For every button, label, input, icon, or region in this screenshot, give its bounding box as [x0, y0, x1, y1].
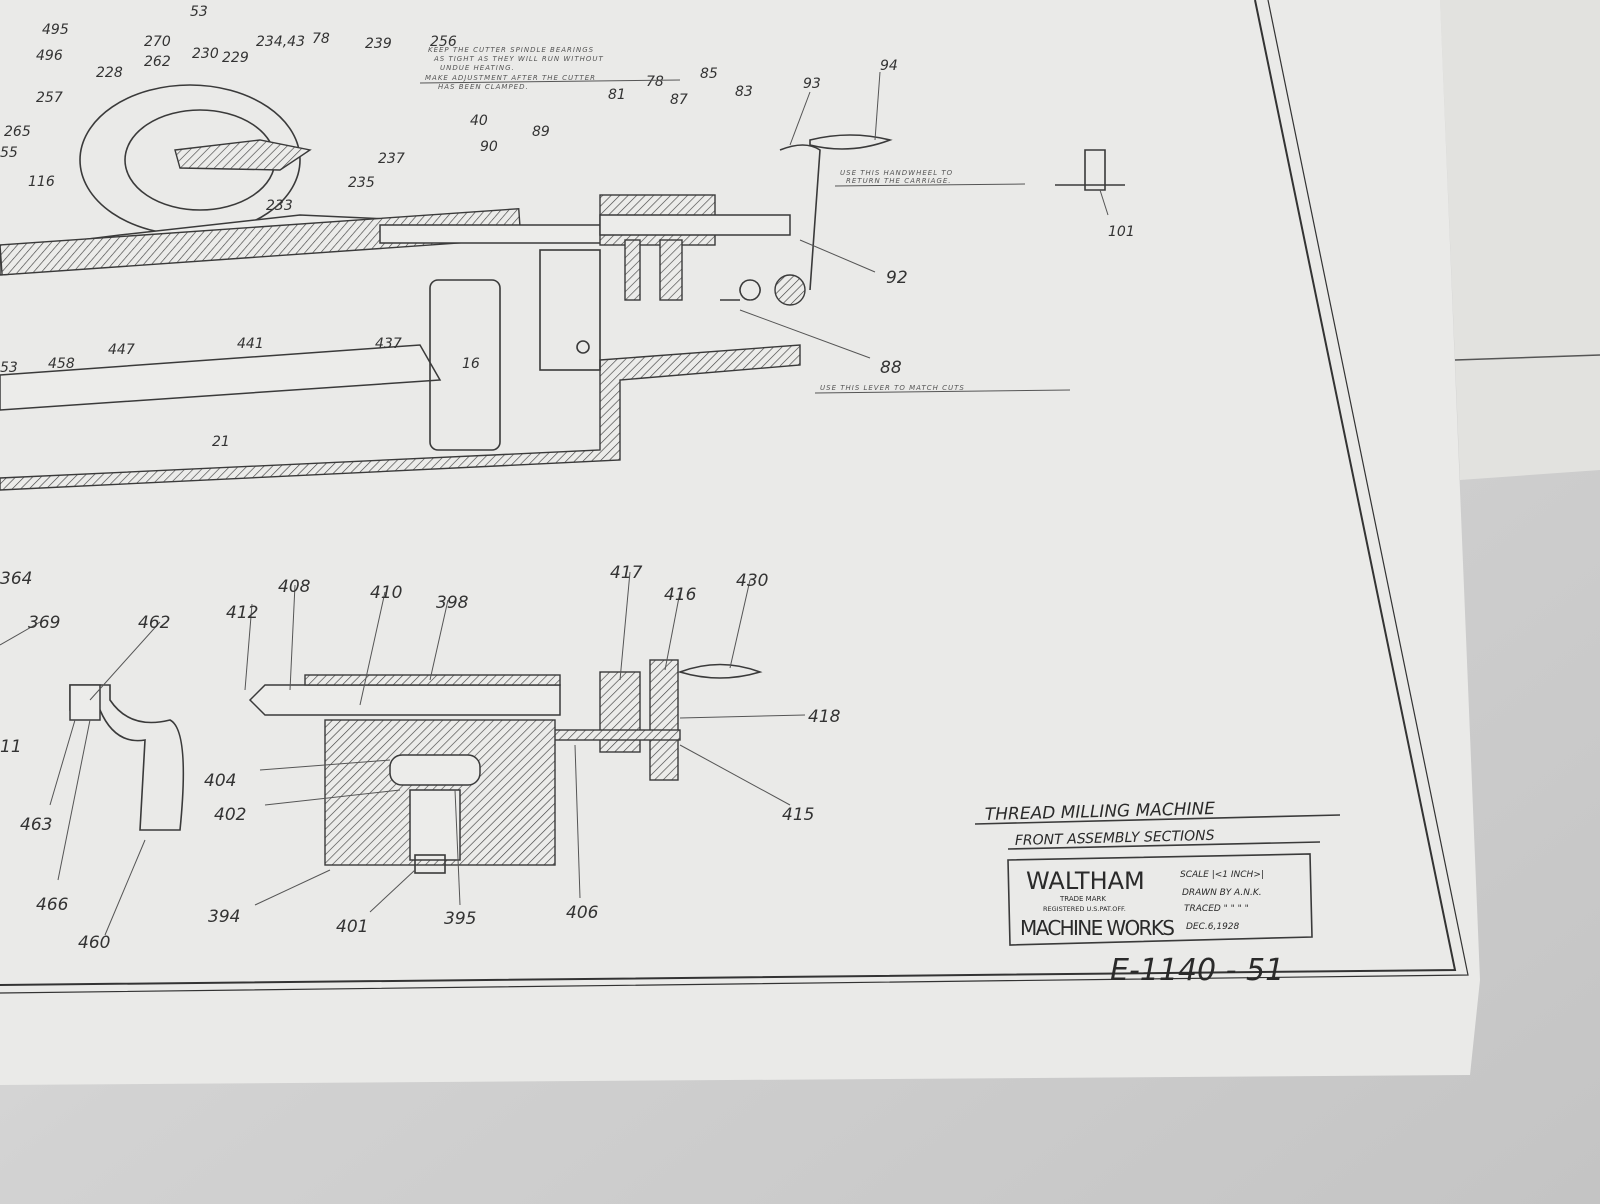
- part-label: 233: [266, 198, 293, 214]
- part-label: 83: [735, 84, 753, 100]
- part-label: 228: [96, 65, 123, 81]
- part-label: 495: [42, 22, 69, 38]
- part-label: 441: [237, 336, 264, 352]
- handwheel-note: RETURN THE CARRIAGE.: [846, 177, 952, 185]
- part-label: 235: [348, 175, 375, 191]
- part-label: 270: [144, 34, 171, 50]
- part-label: 437: [375, 336, 402, 352]
- part-label: 16: [462, 356, 480, 372]
- part-label: 447: [108, 342, 135, 358]
- part-label: 402: [214, 805, 246, 825]
- part-label: 462: [138, 613, 170, 633]
- part-label: 230: [192, 46, 219, 62]
- part-label: 412: [226, 603, 258, 623]
- part-label: 55: [0, 145, 18, 161]
- top-assembly-section: [0, 84, 1125, 491]
- part-label: 90: [480, 139, 498, 155]
- part-label: 81: [608, 87, 626, 103]
- part-label: 92: [886, 268, 908, 288]
- part-label: 408: [278, 577, 311, 597]
- part-label: 395: [444, 909, 476, 929]
- part-label: 53: [190, 4, 208, 20]
- back-sheet-line: [1454, 354, 1600, 361]
- part-label: 418: [808, 707, 841, 727]
- part-label: 458: [48, 356, 75, 372]
- leader-lines: [0, 71, 1109, 936]
- part-label: 88: [880, 358, 902, 378]
- part-label: 21: [212, 434, 230, 450]
- company-top: WALTHAM: [1026, 867, 1145, 895]
- part-label: 234,43: [256, 34, 305, 50]
- drawing-border: [0, 0, 1457, 986]
- part-labels: 53 495 496 270 230 229 234,43 78 239 256…: [0, 4, 1135, 953]
- part-label: 398: [436, 593, 469, 613]
- spindle-note: UNDUE HEATING.: [440, 64, 515, 72]
- spindle-note: KEEP THE CUTTER SPINDLE BEARINGS: [428, 46, 594, 54]
- part-label: 237: [378, 151, 405, 167]
- trade-mark: TRADE MARK: [1059, 895, 1106, 903]
- part-label: 85: [700, 66, 718, 82]
- part-label: 78: [312, 31, 330, 47]
- part-label: 463: [20, 815, 52, 835]
- spindle-note: AS TIGHT AS THEY WILL RUN WITHOUT: [433, 55, 604, 63]
- part-label: 93: [803, 76, 821, 92]
- drawing-border-outer: [0, 0, 1469, 994]
- part-label: 11: [0, 737, 22, 757]
- part-label: 369: [28, 613, 60, 633]
- spindle-note: MAKE ADJUSTMENT AFTER THE CUTTER: [425, 74, 596, 82]
- part-label: 53: [0, 360, 18, 376]
- part-label: 406: [566, 903, 599, 923]
- part-label: 256: [430, 34, 457, 50]
- lever-note: USE THIS LEVER TO MATCH CUTS: [820, 384, 965, 392]
- part-label: 101: [1108, 224, 1135, 240]
- part-label: 78: [646, 74, 664, 90]
- drawing-subtitle: FRONT ASSEMBLY SECTIONS: [1015, 828, 1215, 849]
- part-label: 394: [208, 907, 240, 927]
- handwheel-note: USE THIS HANDWHEEL TO: [840, 169, 953, 177]
- part-label: 404: [204, 771, 236, 791]
- part-label: 239: [365, 36, 392, 52]
- part-label: 116: [28, 174, 55, 190]
- part-label: 416: [664, 585, 697, 605]
- spindle-note: HAS BEEN CLAMPED.: [438, 83, 529, 91]
- part-label: 401: [336, 917, 368, 937]
- registered: REGISTERED U.S.PAT.OFF.: [1043, 905, 1126, 913]
- part-label: 410: [370, 583, 402, 603]
- part-label: 257: [36, 90, 63, 106]
- part-label: 417: [610, 563, 643, 583]
- drawn-by: DRAWN BY A.N.K.: [1182, 888, 1262, 898]
- notes: KEEP THE CUTTER SPINDLE BEARINGS AS TIGH…: [419, 46, 1071, 394]
- part-label: 89: [532, 124, 550, 140]
- part-label: 229: [222, 50, 249, 66]
- company-bottom: MACHINE WORKS: [1020, 916, 1175, 940]
- date: DEC.6,1928: [1186, 922, 1240, 932]
- part-label: 87: [670, 92, 688, 108]
- part-label: 94: [880, 58, 898, 74]
- part-label: 265: [4, 124, 31, 140]
- part-label: 430: [736, 571, 768, 591]
- back-sheet: [1290, 0, 1600, 480]
- traced: TRACED " " " ": [1184, 904, 1249, 914]
- part-label: 466: [36, 895, 69, 915]
- scale: SCALE |<1 INCH>|: [1180, 870, 1264, 880]
- part-label: 496: [36, 48, 63, 64]
- part-label: 460: [78, 933, 110, 953]
- part-label: 40: [470, 113, 488, 129]
- part-label: 262: [144, 54, 171, 70]
- part-label: 364: [0, 569, 32, 589]
- bottom-assembly-section: [69, 659, 763, 874]
- part-label: 415: [782, 805, 814, 825]
- drawing-number: E-1140 - 51: [1110, 953, 1284, 988]
